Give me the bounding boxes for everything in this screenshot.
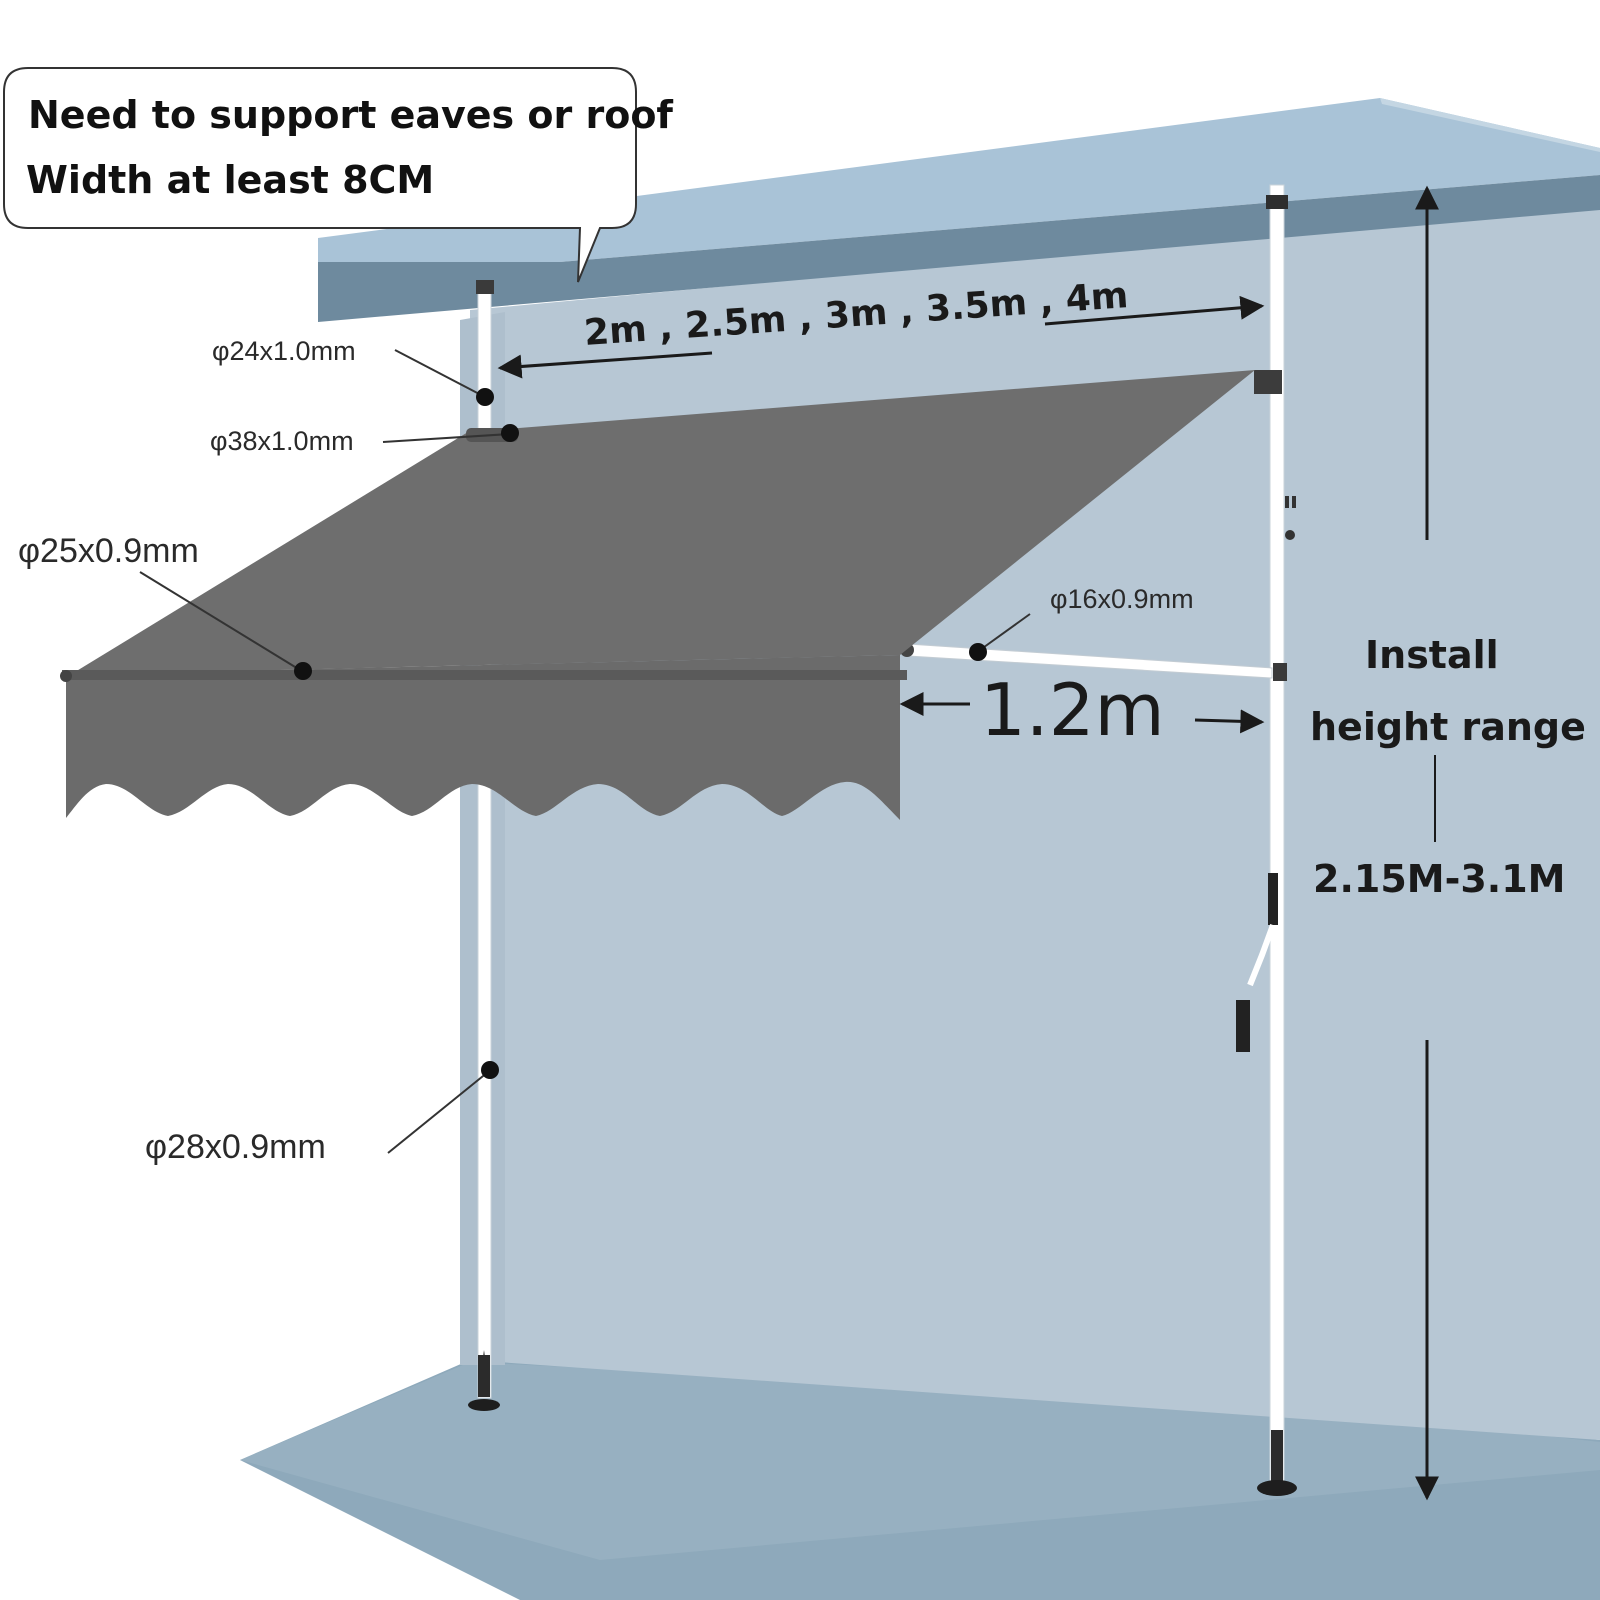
spec-roller-tube: φ38x1.0mm (210, 426, 354, 456)
spec-leaders (139, 349, 1031, 1154)
projection-dimension (899, 692, 1265, 734)
awning-fabric (60, 370, 1255, 820)
install-height-line-1: Install (1365, 633, 1499, 677)
spec-dot-top-pole (476, 388, 494, 406)
spec-main-pole: φ28x0.9mm (145, 1128, 326, 1166)
spec-dot-main-pole (481, 1061, 499, 1079)
eave-right-face (1380, 98, 1600, 152)
width-dimension (497, 295, 1265, 379)
spec-dot-support-arm (969, 643, 987, 661)
callout-line-1: Need to support eaves or roof (28, 93, 673, 137)
right-pole (1236, 184, 1297, 1496)
height-dimension (1415, 185, 1439, 1501)
install-height-line-2: height range (1310, 705, 1586, 749)
callout-line-2: Width at least 8CM (26, 158, 434, 202)
spec-top-pole: φ24x1.0mm (212, 336, 356, 366)
projection-label: 1.2m (980, 668, 1165, 752)
callout-bubble: Need to support eaves or roof Width at l… (3, 67, 673, 283)
spec-front-bar: φ25x0.9mm (18, 532, 199, 570)
support-arm (900, 643, 1287, 681)
spec-support-arm: φ16x0.9mm (1050, 584, 1194, 614)
eave-top (318, 98, 1600, 262)
install-height-range: 2.15M-3.1M (1313, 857, 1565, 901)
spec-dot-roller-tube (501, 424, 519, 442)
spec-dot-front-bar (294, 662, 312, 680)
